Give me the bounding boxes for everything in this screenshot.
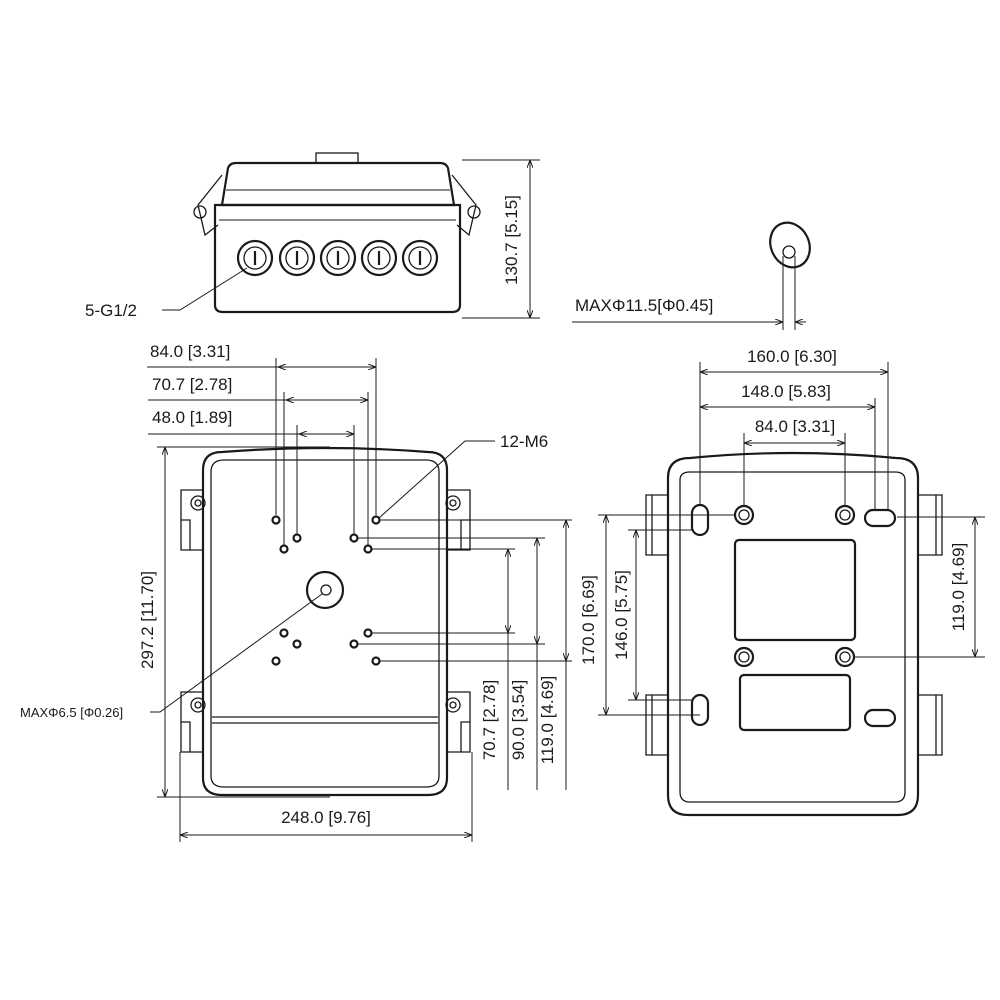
v-dim-146: 146.0 [5.75] [612,570,631,660]
center-hole-label: MAXΦ6.5 [Φ0.26] [20,705,123,720]
center-hole-icon [305,570,345,610]
dim-160: 160.0 [6.30] [747,347,837,366]
m6-holes [271,515,381,666]
top-view: 5-G1/2 130.7 [5.15] [85,152,540,320]
v-dim-119-back: 119.0 [4.69] [949,543,968,632]
back-body [666,451,920,817]
mount-screw-icon [445,495,461,511]
gland-max-diameter: MAXΦ11.5[Φ0.45] [575,296,713,315]
flange-icon [180,489,203,551]
gland-icon [401,239,439,277]
slot-icon [690,503,710,537]
v-dim-119: 119.0 [4.69] [538,676,557,765]
top-cap [315,152,359,164]
mount-hole-icon [733,504,755,526]
gland-detail: MAXΦ11.5[Φ0.45] [572,221,811,330]
grommet-icon [769,221,811,269]
dim-70-7: 70.7 [2.78] [152,375,232,394]
v-dim-170: 170.0 [6.69] [579,575,598,665]
mount-hole-icon [834,646,856,668]
slot-icon [863,508,897,528]
left-latch [197,174,223,237]
mount-screw-icon [190,697,206,713]
body [213,203,462,314]
dim-84-back: 84.0 [3.31] [755,417,835,436]
gland-icon [319,239,357,277]
v-dim-70-7: 70.7 [2.78] [480,680,499,760]
right-latch [451,174,477,237]
mount-hole-icon [733,646,755,668]
front-height-dim: 297.2 [11.70] [138,571,157,669]
front-view: 84.0 [3.31] 70.7 [2.78] 48.0 [1.89] 12-M… [20,342,572,842]
top-height-dim: 130.7 [5.15] [502,195,521,285]
mount-hole-icon [834,504,856,526]
dim-48: 48.0 [1.89] [152,408,232,427]
flange-icon [180,691,203,753]
mount-screw-icon [190,495,206,511]
front-body [201,446,449,797]
slot-icon [863,708,897,728]
gland-icon [236,239,274,277]
recess-panel [733,538,857,642]
flange-icon [645,694,668,756]
lid [220,161,456,207]
screw-label: 12-M6 [500,432,548,451]
cable-glands [236,239,439,277]
flange-icon [447,691,471,753]
v-dim-90: 90.0 [3.54] [509,680,528,760]
slot-icon [690,693,710,727]
dim-148: 148.0 [5.83] [741,382,831,401]
gland-icon [360,239,398,277]
front-width-dim: 248.0 [9.76] [281,808,371,827]
flange-icon [918,494,943,556]
mount-screw-icon [445,697,461,713]
gland-icon [278,239,316,277]
recess-panel [738,673,852,732]
dim-84: 84.0 [3.31] [150,342,230,361]
flange-icon [918,694,943,756]
back-view: 160.0 [6.30] 148.0 [5.83] 84.0 [3.31] 17… [579,347,985,817]
gland-label: 5-G1/2 [85,301,137,320]
flange-icon [645,494,668,556]
